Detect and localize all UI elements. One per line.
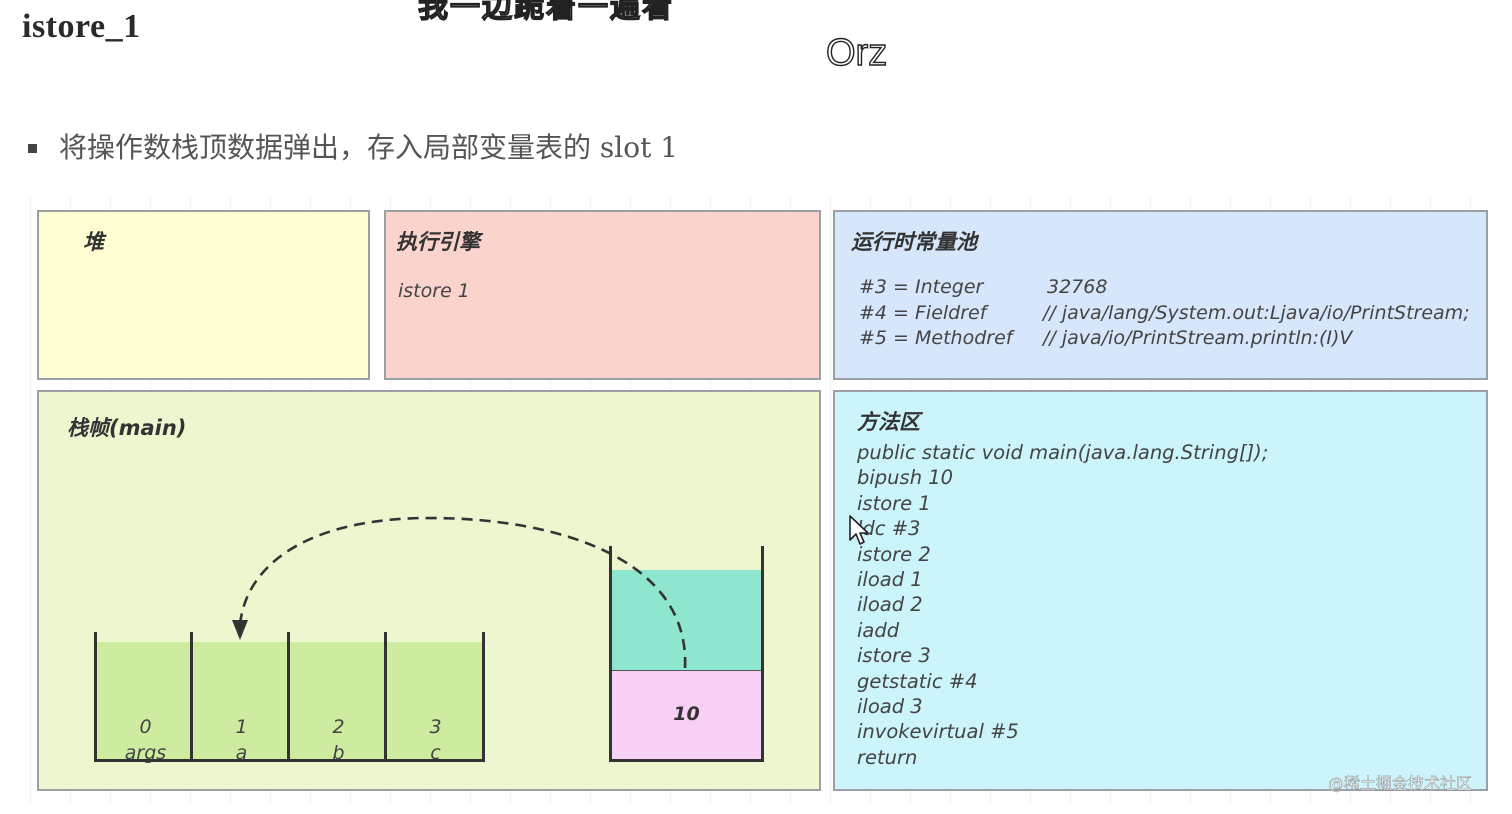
- constant-pool-panel: 运行时常量池 #3 = Integer 32768 #4 = Fieldref //…: [833, 210, 1488, 380]
- heap-title: 堆: [83, 230, 104, 254]
- slot-name: c: [430, 742, 441, 764]
- danmaku-comment-orz: Orz: [825, 31, 888, 74]
- stack-wall: [609, 546, 612, 762]
- execution-engine-panel: 执行引擎 istore 1: [384, 210, 821, 380]
- operand-stack-empty-area: [612, 570, 761, 670]
- bytecode-line: istore 3: [857, 644, 931, 668]
- danmaku-comment: 我一边跪着一遍看: [417, 0, 674, 26]
- slot-name: args: [124, 742, 167, 764]
- frame-title: 栈帧(main): [67, 416, 187, 440]
- slot-index: 0: [139, 716, 152, 738]
- slot-index: 3: [429, 716, 442, 738]
- pool-entry: #5 = Methodref // java/io/PrintStream.pri…: [859, 327, 1352, 349]
- pool-title: 运行时常量池: [851, 230, 977, 254]
- bytecode-line: ldc #3: [857, 517, 921, 541]
- local-var-slot-3: 3 c: [387, 642, 484, 764]
- slot-index: 1: [235, 716, 248, 738]
- pool-entry: #4 = Fieldref // java/lang/System.out:Lja…: [859, 302, 1470, 324]
- pool-entry-value: // java/lang/System.out:Ljava/io/PrintSt…: [1043, 302, 1470, 324]
- method-area-panel: 方法区 public static void main(java.lang.St…: [833, 390, 1488, 791]
- operand-stack: 10: [609, 546, 764, 762]
- bullet-point: 将操作数栈顶数据弹出，存入局部变量表的 slot 1: [28, 126, 678, 166]
- engine-instruction: istore 1: [398, 280, 470, 302]
- stack-floor: [609, 759, 764, 762]
- local-variable-table: 0 args 1 a 2 b 3 c: [94, 632, 485, 764]
- pool-entry-value: // java/io/PrintStream.println:(I)V: [1043, 327, 1353, 349]
- pool-entry-key: #4 = Fieldref: [859, 302, 987, 324]
- table-divider: [287, 632, 290, 762]
- slot-name: b: [332, 742, 345, 764]
- bytecode-line: iload 3: [857, 694, 923, 718]
- slot-name: a: [235, 742, 248, 764]
- operand-stack-value: 10: [673, 703, 700, 725]
- engine-title: 执行引擎: [396, 230, 480, 254]
- bytecode-line: return: [857, 745, 918, 769]
- bytecode-line: getstatic #4: [857, 669, 978, 693]
- page-title: istore_1: [22, 8, 141, 45]
- bytecode-line: iadd: [857, 618, 900, 642]
- table-divider: [190, 632, 193, 762]
- bytecode-line: invokevirtual #5: [857, 720, 1019, 744]
- slot-index: 2: [332, 716, 345, 738]
- bytecode-line: istore 1: [857, 491, 931, 515]
- bytecode-line: iload 2: [857, 593, 923, 617]
- table-divider: [482, 632, 485, 762]
- pool-entry-value: 32768: [1047, 276, 1108, 298]
- stack-wall: [761, 546, 764, 762]
- heap-panel: 堆: [37, 210, 370, 380]
- bytecode-line: istore 2: [857, 542, 931, 566]
- pool-entry-key: #3 = Integer: [859, 276, 984, 298]
- bytecode-line: bipush 10: [857, 466, 954, 490]
- local-var-slot-2: 2 b: [290, 642, 387, 764]
- method-area-title: 方法区: [857, 410, 920, 434]
- bytecode-list: public static void main(java.lang.String…: [857, 440, 1268, 770]
- bytecode-line: iload 1: [857, 567, 923, 591]
- table-divider: [384, 632, 387, 762]
- pool-entry-key: #5 = Methodref: [859, 327, 1013, 349]
- bullet-text: 将操作数栈顶数据弹出，存入局部变量表的 slot 1: [59, 131, 679, 164]
- pool-entry: #3 = Integer 32768: [859, 276, 1107, 298]
- bytecode-line: public static void main(java.lang.String…: [857, 441, 1269, 464]
- table-floor: [94, 759, 485, 762]
- bullet-square-icon: [28, 143, 37, 153]
- local-var-slot-1: 1 a: [193, 642, 290, 764]
- watermark: @稀土掘金技术社区: [1328, 774, 1473, 793]
- local-var-slot-0: 0 args: [97, 642, 194, 764]
- table-divider: [94, 632, 97, 762]
- operand-stack-top-item: 10: [612, 670, 761, 759]
- mouse-pointer-icon: [849, 515, 869, 545]
